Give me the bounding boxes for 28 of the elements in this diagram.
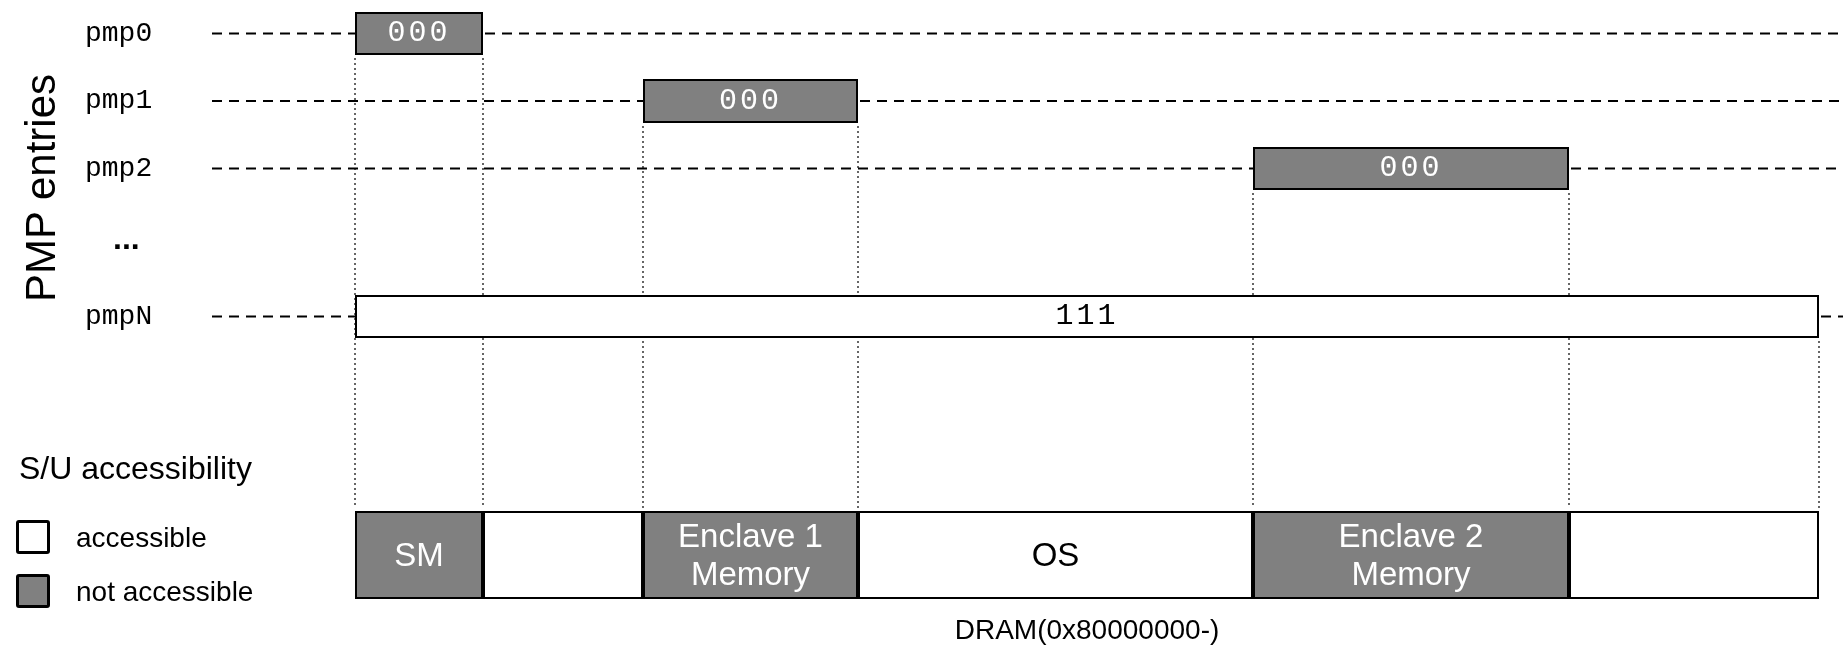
memory-region [643,511,858,599]
region-label: OS [1030,536,1081,574]
permission-bits: 000 [719,83,782,119]
permission-bits: 000 [387,16,451,51]
pmp-entry-bar [355,12,483,55]
pmp-entry-bar [1253,147,1569,190]
pmp-entry-bar [355,295,1819,338]
entry-name: pmpN [85,303,153,331]
region-label: SM [393,536,445,574]
region-label: Enclave 1 Memory [677,517,824,593]
entry-name: pmp1 [85,87,153,115]
entry-name: pmp0 [85,20,153,48]
memory-region [858,511,1253,599]
entry-name: pmp2 [85,155,153,183]
memory-region [483,511,643,599]
permission-bits: 000 [1379,151,1443,186]
memory-region [1569,511,1819,599]
axis-title: PMP entries [20,74,62,302]
ellipsis-label: ... [113,222,140,254]
legend-label: accessible [76,524,207,552]
legend-label: not accessible [76,578,254,606]
permission-bits: 111 [1055,299,1119,334]
memory-region [355,511,483,599]
pmp-entry-bar [643,79,858,123]
memory-region [1253,511,1569,599]
axis-caption: DRAM(0x80000000-) [954,616,1220,644]
legend-title: S/U accessibility [19,452,252,484]
region-label: Enclave 2 Memory [1337,517,1485,593]
